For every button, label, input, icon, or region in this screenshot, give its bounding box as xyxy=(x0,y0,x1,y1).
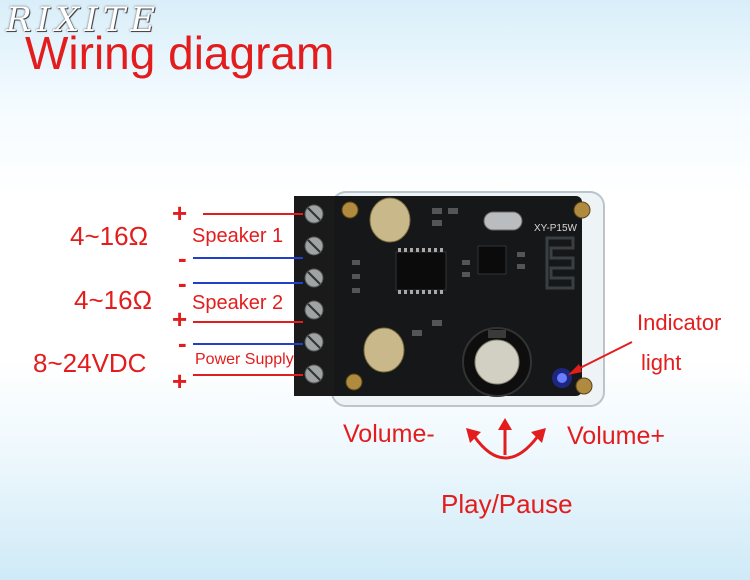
speaker2-negative-wire xyxy=(193,282,303,284)
power-label: Power Supply xyxy=(195,351,294,368)
power-negative-wire xyxy=(193,343,303,345)
board-model-label: XY-P15W xyxy=(534,223,577,234)
power-positive-sign: + xyxy=(172,366,188,396)
power-positive-wire xyxy=(193,374,303,376)
speaker1-positive-sign: + xyxy=(172,198,188,228)
speaker1-label: Speaker 1 xyxy=(192,225,284,247)
play-pause-label: Play/Pause xyxy=(441,489,573,519)
volume-down-label: Volume- xyxy=(343,420,435,448)
speaker1-negative-wire xyxy=(193,257,303,259)
speaker2-impedance: 4~16Ω xyxy=(74,285,152,315)
speaker1-positive-wire xyxy=(203,213,303,215)
speaker2-positive-sign: + xyxy=(172,304,188,334)
power-voltage: 8~24VDC xyxy=(33,348,147,378)
speaker1-impedance: 4~16Ω xyxy=(70,221,148,251)
volume-up-label: Volume+ xyxy=(567,422,665,450)
brand-watermark: RIXITE xyxy=(6,0,161,40)
speaker2-label: Speaker 2 xyxy=(192,292,284,314)
speaker2-negative-sign: - xyxy=(178,268,187,298)
power-negative-sign: - xyxy=(178,328,187,358)
speaker1-negative-sign: - xyxy=(178,243,187,273)
indicator-label-line2: light xyxy=(641,350,682,375)
diagram-title: Wiring diagram xyxy=(25,27,335,79)
speaker2-positive-wire xyxy=(193,321,303,323)
amplifier-board: XY-P15W xyxy=(292,190,607,410)
indicator-label-line1: Indicator xyxy=(637,310,722,335)
